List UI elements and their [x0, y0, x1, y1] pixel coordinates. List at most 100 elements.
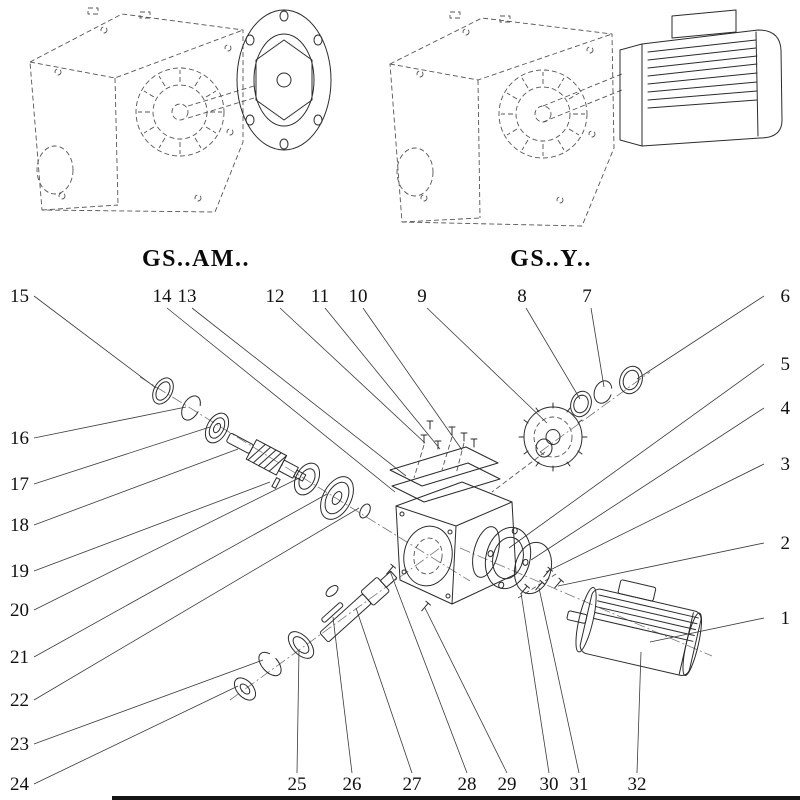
y-motor — [619, 9, 783, 147]
variant-label-y: GS..Y.. — [510, 246, 592, 272]
callout-number-29: 29 — [498, 774, 517, 795]
callout-number-6: 6 — [781, 286, 791, 307]
leader-line-4 — [530, 407, 765, 561]
oil-seal-input — [152, 377, 174, 405]
leader-line-30 — [520, 592, 550, 774]
leader-line-8 — [525, 307, 581, 400]
callout-number-28: 28 — [458, 774, 477, 795]
callout-number-11: 11 — [311, 286, 329, 307]
leader-line-10 — [362, 307, 463, 451]
callout-number-16: 16 — [10, 428, 29, 449]
callout-number-25: 25 — [288, 774, 307, 795]
y-gear-outline — [498, 69, 588, 159]
motor-flange-cover — [484, 526, 532, 590]
leader-line-11 — [324, 307, 441, 450]
bearing-input — [204, 412, 230, 444]
leader-line-27 — [355, 607, 413, 774]
leader-line-32 — [636, 651, 642, 774]
gear-snap-ring — [593, 380, 613, 404]
callout-number-23: 23 — [10, 734, 29, 755]
bearing-worm — [293, 462, 321, 496]
gear-axis-line — [539, 371, 651, 453]
leader-line-1 — [649, 617, 765, 643]
gear-spacer-ring — [570, 390, 592, 418]
callout-number-1: 1 — [781, 608, 791, 629]
callout-number-3: 3 — [781, 454, 791, 475]
leader-line-22 — [33, 507, 360, 701]
shim-washer — [320, 476, 354, 520]
output-axis-line — [229, 547, 441, 701]
leader-line-31 — [538, 587, 580, 774]
callout-number-5: 5 — [781, 354, 791, 375]
gear-seal-ring — [619, 365, 643, 395]
motor-assembly — [566, 579, 703, 676]
input-axis-line — [139, 376, 471, 582]
gearbox-am-drawing — [29, 7, 332, 213]
o-ring — [513, 541, 553, 595]
top-cover — [389, 446, 499, 487]
housing-bolt-lower — [421, 600, 432, 612]
input-key-pin — [271, 477, 281, 489]
am-gear-teeth — [138, 70, 222, 154]
callout-number-31: 31 — [570, 774, 589, 795]
leader-line-26 — [332, 616, 353, 774]
callout-number-18: 18 — [10, 515, 29, 536]
callout-number-26: 26 — [343, 774, 362, 795]
leader-line-9 — [426, 307, 548, 424]
gear-housing — [395, 481, 517, 605]
callout-number-8: 8 — [517, 286, 527, 307]
callout-number-17: 17 — [10, 474, 29, 495]
am-output-flange — [236, 9, 332, 151]
callout-number-13: 13 — [178, 286, 197, 307]
breather-plug — [325, 585, 339, 597]
snap-ring-output — [258, 651, 282, 677]
motor-axis-line — [459, 547, 713, 657]
page-bottom-edge — [112, 796, 800, 800]
leader-line-15 — [33, 295, 157, 389]
worm-shaft — [226, 432, 307, 482]
callout-number-10: 10 — [349, 286, 368, 307]
shaft-key — [321, 602, 344, 623]
callout-number-20: 20 — [10, 600, 29, 621]
leader-line-25 — [296, 649, 300, 774]
leader-line-29 — [424, 607, 508, 774]
bearing-output — [287, 631, 315, 659]
leader-line-5 — [508, 363, 765, 549]
callout-number-21: 21 — [10, 647, 29, 668]
callout-number-7: 7 — [582, 286, 592, 307]
callout-number-12: 12 — [266, 286, 285, 307]
leader-line-20 — [33, 477, 300, 611]
callout-number-14: 14 — [153, 286, 173, 307]
housing-bolt-upper — [386, 563, 397, 575]
variant-label-am: GS..AM.. — [142, 246, 250, 272]
leader-line-23 — [33, 659, 264, 745]
worm-wheel-gear — [518, 402, 588, 472]
leader-line-17 — [33, 426, 211, 485]
leader-line-16 — [33, 406, 187, 439]
leader-line-18 — [33, 448, 239, 526]
leader-line-21 — [33, 493, 328, 658]
leader-line-7 — [590, 307, 605, 388]
small-ring — [359, 503, 371, 519]
leader-line-3 — [545, 463, 765, 573]
callout-number-22: 22 — [10, 690, 29, 711]
callout-number-19: 19 — [10, 561, 29, 582]
am-gear-outline — [135, 67, 225, 157]
callout-number-9: 9 — [417, 286, 427, 307]
flange-bolts — [520, 566, 565, 595]
output-shaft — [319, 570, 398, 642]
leader-line-13 — [191, 307, 407, 477]
cover-gasket — [391, 462, 501, 503]
leader-line-2 — [557, 542, 765, 587]
leader-line-24 — [33, 685, 239, 785]
y-gear-teeth — [501, 72, 585, 156]
callout-number-27: 27 — [403, 774, 422, 795]
callout-number-4: 4 — [781, 398, 791, 419]
leader-line-6 — [636, 295, 765, 380]
leader-line-12 — [279, 307, 426, 444]
callout-number-15: 15 — [10, 286, 29, 307]
callout-number-24: 24 — [10, 774, 30, 795]
washer-output — [233, 677, 257, 701]
